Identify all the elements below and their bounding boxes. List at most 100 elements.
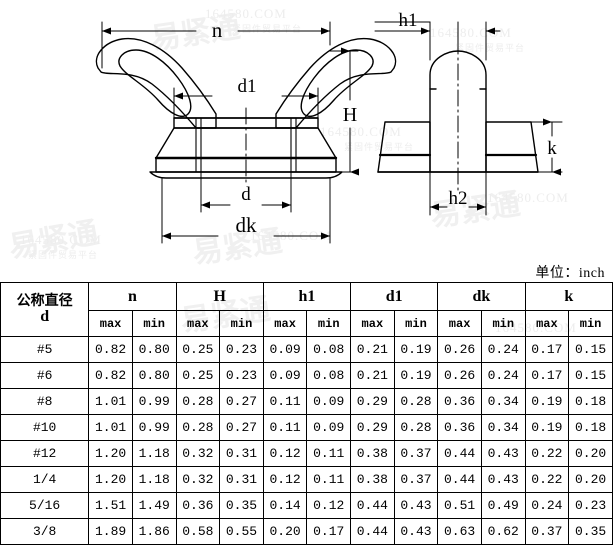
- cell-value: 1.86: [131, 518, 177, 545]
- wing-nut-drawing-svg: n d1 H d dk h1 h2 k: [95, 10, 563, 244]
- cell-value: 0.14: [262, 492, 308, 519]
- cell-value: 0.22: [524, 440, 570, 467]
- cell-value: 0.44: [437, 466, 482, 493]
- cell-value: 0.31: [219, 440, 264, 467]
- table-head: 公称直径 d n H h1 d1 dk k max min max min ma…: [0, 282, 613, 337]
- cell-value: 1.51: [88, 492, 133, 519]
- cell-value: 0.24: [524, 492, 570, 519]
- left-wing-outline: [95, 37, 217, 129]
- cell-nominal-diameter: 3/8: [0, 518, 90, 545]
- dimension-k: [527, 118, 563, 176]
- cell-value: 0.09: [262, 336, 308, 363]
- dimension-d1: [173, 87, 319, 121]
- cell-value: 0.28: [393, 414, 439, 441]
- header-k-min: min: [568, 310, 613, 337]
- cell-value: 0.34: [480, 414, 526, 441]
- cell-value: 0.38: [350, 466, 395, 493]
- cell-value: 0.35: [219, 492, 264, 519]
- header-h1-max: max: [262, 310, 308, 337]
- header-H-max: max: [175, 310, 221, 337]
- cell-value: 0.20: [568, 440, 613, 467]
- cell-nominal-diameter: #8: [0, 388, 90, 415]
- cell-value: 0.58: [175, 518, 221, 545]
- header-group-H: H: [175, 282, 264, 311]
- header-group-d1: d1: [350, 282, 439, 311]
- cell-nominal-diameter: 5/16: [0, 492, 90, 519]
- header-h1-min: min: [306, 310, 352, 337]
- cell-value: 0.63: [437, 518, 482, 545]
- cell-value: 0.24: [480, 362, 526, 389]
- cell-value: 0.19: [524, 388, 570, 415]
- cell-value: 0.43: [480, 440, 526, 467]
- cell-value: 0.23: [219, 336, 264, 363]
- cell-value: 0.23: [219, 362, 264, 389]
- cell-value: 0.25: [175, 336, 221, 363]
- cell-value: 1.01: [88, 388, 133, 415]
- cell-value: 0.82: [88, 362, 133, 389]
- cell-value: 0.62: [480, 518, 526, 545]
- cell-value: 0.26: [437, 336, 482, 363]
- technical-drawing: n d1 H d dk h1 h2 k: [0, 0, 613, 272]
- cell-value: 0.26: [437, 362, 482, 389]
- cell-value: 0.34: [480, 388, 526, 415]
- cell-value: 0.11: [306, 440, 352, 467]
- header-nominal-diameter-cn: 公称直径: [16, 292, 73, 309]
- cell-value: 0.36: [437, 388, 482, 415]
- cell-value: 0.12: [262, 440, 308, 467]
- header-H-min: min: [219, 310, 264, 337]
- cell-nominal-diameter: #6: [0, 362, 90, 389]
- cell-value: 0.08: [306, 362, 352, 389]
- cell-value: 0.23: [568, 492, 613, 519]
- header-dk-min: min: [480, 310, 526, 337]
- right-wing-outline: [275, 37, 397, 129]
- cell-value: 0.44: [350, 492, 395, 519]
- cell-value: 0.09: [306, 388, 352, 415]
- header-nominal-diameter-symbol: d: [40, 308, 50, 326]
- side-view-base-right: [484, 121, 539, 173]
- header-d1-max: max: [350, 310, 395, 337]
- dim-label-h1: h1: [399, 10, 418, 31]
- cell-value: 0.08: [306, 336, 352, 363]
- cell-value: 0.09: [306, 414, 352, 441]
- header-dk-max: max: [437, 310, 482, 337]
- dim-label-d1: d1: [238, 76, 257, 97]
- cell-value: 0.15: [568, 362, 613, 389]
- cell-value: 1.20: [88, 466, 133, 493]
- cell-value: 0.17: [524, 362, 570, 389]
- specification-table: 公称直径 d n H h1 d1 dk k max min max min ma…: [0, 282, 613, 545]
- cell-value: 0.32: [175, 466, 221, 493]
- cell-value: 0.80: [131, 336, 177, 363]
- cell-value: 0.28: [175, 414, 221, 441]
- cell-value: 0.32: [175, 440, 221, 467]
- header-n-max: max: [88, 310, 133, 337]
- header-group-n: n: [88, 282, 177, 311]
- cell-value: 0.38: [350, 440, 395, 467]
- cell-value: 0.28: [393, 388, 439, 415]
- cell-value: 0.11: [262, 388, 308, 415]
- header-n-min: min: [131, 310, 177, 337]
- cell-value: 0.44: [437, 440, 482, 467]
- cell-value: 0.29: [350, 414, 395, 441]
- cell-value: 1.20: [88, 440, 133, 467]
- dim-label-k: k: [547, 138, 557, 159]
- cell-value: 0.43: [393, 492, 439, 519]
- cell-value: 0.51: [437, 492, 482, 519]
- cell-value: 0.21: [350, 362, 395, 389]
- unit-label: 单位：inch: [535, 266, 605, 281]
- cell-value: 0.35: [568, 518, 613, 545]
- cell-value: 1.01: [88, 414, 133, 441]
- cell-value: 0.09: [262, 362, 308, 389]
- cell-value: 0.99: [131, 388, 177, 415]
- header-k-max: max: [524, 310, 570, 337]
- dim-label-H: H: [343, 104, 357, 126]
- header-nominal-diameter: 公称直径 d: [0, 282, 90, 337]
- cell-nominal-diameter: #10: [0, 414, 90, 441]
- cell-value: 0.20: [262, 518, 308, 545]
- cell-value: 0.37: [524, 518, 570, 545]
